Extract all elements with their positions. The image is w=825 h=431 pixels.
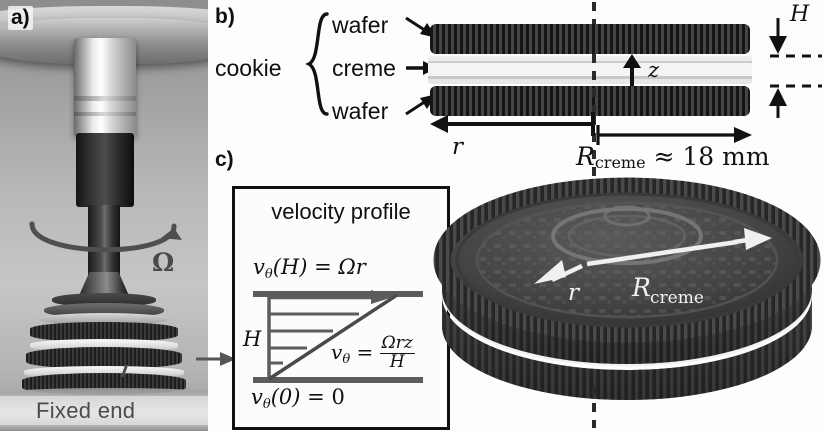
- veq-mid-fraction: Ωrz H: [379, 333, 415, 372]
- cookie-3d-illustration: r R creme: [433, 177, 821, 400]
- rotation-arrow-icon: [29, 221, 182, 253]
- velocity-middle-equation: vθ = Ωrz H: [331, 333, 415, 372]
- gap-H-label: H: [790, 2, 810, 27]
- veq-bot-equals: =: [307, 385, 325, 409]
- panel-c-label: c): [215, 148, 234, 171]
- r-axis-arrow-icon: [430, 112, 595, 136]
- chuck-ring-lower: [74, 112, 136, 116]
- veq-top-rhs: Ωr: [338, 255, 366, 279]
- rcreme-value-label: Rcreme ≈ 18 mm: [576, 142, 770, 172]
- photo-wafer-middle: [26, 347, 182, 369]
- photo-creme-crack: [108, 365, 146, 377]
- omega-label: Ω: [152, 248, 175, 277]
- fixed-end-label: Fixed end: [36, 398, 136, 423]
- wafer-bottom-label: wafer: [332, 98, 389, 124]
- z-axis-label: z: [648, 58, 660, 82]
- photo-wafer-top: [30, 322, 178, 342]
- panel-b-label: b): [215, 5, 235, 28]
- rheometer-shaft-block: [76, 133, 134, 207]
- centerline-dash-bottom: [592, 116, 596, 178]
- cross-section-wafer-top: [430, 24, 750, 54]
- panel-a-label: a): [8, 6, 33, 30]
- rcreme-symbol: R: [576, 142, 595, 171]
- veq-bot-arg: (0): [270, 385, 301, 409]
- velocity-profile-box: velocity profile vθ(H) = Ωr H vθ: [232, 186, 450, 430]
- veq-mid-denominator: H: [389, 351, 405, 372]
- rcreme-subscript: creme: [594, 153, 646, 172]
- wafer-top-label: wafer: [332, 12, 389, 38]
- centerline-dash-top: [592, 2, 596, 24]
- fixed-end-edge: [0, 425, 208, 431]
- veq-mid-equals: =: [356, 339, 374, 364]
- chuck-ring-upper: [74, 96, 136, 101]
- cross-section-creme: [428, 56, 752, 84]
- rheometer-chuck: [74, 38, 136, 136]
- cross-section-wafer-bottom: [430, 86, 750, 116]
- velocity-top-equation: vθ(H) = Ωr: [253, 255, 366, 282]
- veq-top-arg: (H): [272, 255, 308, 279]
- profile-gap-H-label: H: [243, 327, 262, 351]
- veq-bot-sub: θ: [262, 397, 271, 412]
- rheometer-stem: [88, 205, 120, 283]
- photo-to-profile-arrow-icon: [196, 352, 236, 366]
- panel-a-photograph: Ω Fixed end: [0, 0, 208, 431]
- veq-bot-rhs: 0: [331, 385, 345, 409]
- rcreme-dimension-icon: [596, 125, 752, 145]
- velocity-profile-title: velocity profile: [271, 199, 411, 224]
- veq-mid-v: v: [331, 339, 343, 364]
- cookie-group-label: cookie: [215, 55, 282, 81]
- creme-label: creme: [332, 55, 396, 81]
- curly-brace-icon: [305, 12, 329, 116]
- rcreme-relation: ≈: [653, 142, 675, 171]
- veq-mid-numerator: Ωrz: [379, 333, 415, 354]
- velocity-profile-diagram: [253, 290, 423, 383]
- veq-top-v: v: [253, 255, 265, 279]
- veq-mid-sub: θ: [342, 351, 351, 367]
- rcreme-label-3d: R: [631, 273, 651, 302]
- rcreme-subscript-3d: creme: [650, 288, 704, 308]
- centerline-dash-middle: [592, 54, 596, 116]
- rcreme-value: 18: [682, 142, 715, 171]
- veq-top-equals: =: [314, 255, 332, 279]
- veq-bot-v: v: [251, 385, 263, 409]
- velocity-bottom-equation: vθ(0) = 0: [251, 385, 345, 412]
- veq-top-sub: θ: [264, 267, 273, 282]
- rcreme-unit: mm: [722, 142, 770, 171]
- gap-dimension-icon: [769, 18, 822, 118]
- r-axis-label-panel-b: r: [452, 134, 463, 160]
- z-axis-arrow-icon: [623, 54, 641, 86]
- r-label-3d: r: [568, 280, 581, 306]
- centerline-dash-cookie-3d: [592, 386, 596, 428]
